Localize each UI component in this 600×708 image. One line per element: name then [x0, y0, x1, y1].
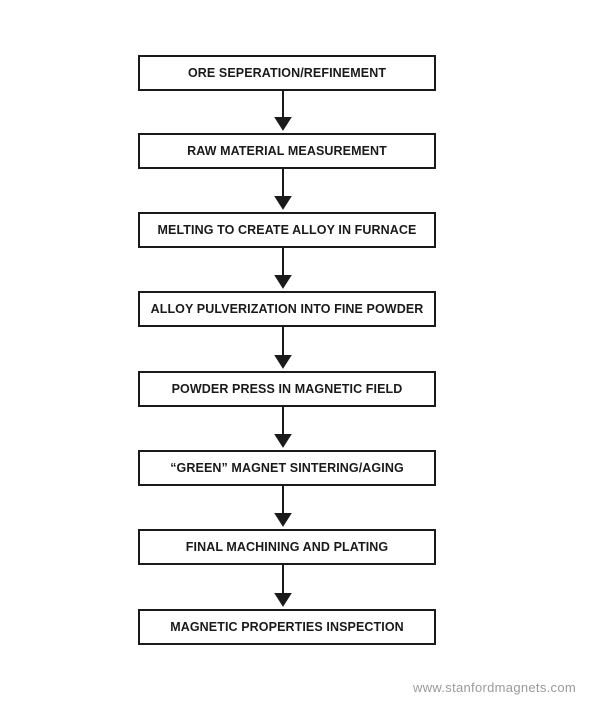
- step-box-inspection: MAGNETIC PROPERTIES INSPECTION: [138, 609, 436, 645]
- step-label: “GREEN” MAGNET SINTERING/AGING: [170, 461, 404, 475]
- step-box-ore-separation: ORE SEPERATION/REFINEMENT: [138, 55, 436, 91]
- step-label: ORE SEPERATION/REFINEMENT: [187, 66, 387, 80]
- step-box-powder-press: POWDER PRESS IN MAGNETIC FIELD: [138, 371, 436, 407]
- arrow-down-icon: [274, 327, 292, 369]
- step-label: FINAL MACHINING AND PLATING: [185, 540, 389, 554]
- arrow-down-icon: [274, 169, 292, 210]
- step-box-pulverization: ALLOY PULVERIZATION INTO FINE POWDER: [138, 291, 436, 327]
- step-box-sintering: “GREEN” MAGNET SINTERING/AGING: [138, 450, 436, 486]
- website-watermark: www.stanfordmagnets.com: [413, 680, 576, 695]
- step-label: RAW MATERIAL MEASUREMENT: [187, 144, 387, 158]
- step-label: MELTING TO CREATE ALLOY IN FURNACE: [157, 223, 417, 237]
- step-label: MAGNETIC PROPERTIES INSPECTION: [170, 620, 404, 634]
- arrow-down-icon: [274, 248, 292, 289]
- arrow-down-icon: [274, 407, 292, 448]
- step-box-raw-material: RAW MATERIAL MEASUREMENT: [138, 133, 436, 169]
- step-label: ALLOY PULVERIZATION INTO FINE POWDER: [150, 302, 424, 316]
- arrow-down-icon: [274, 91, 292, 131]
- arrow-down-icon: [274, 486, 292, 527]
- arrow-down-icon: [274, 565, 292, 607]
- step-label: POWDER PRESS IN MAGNETIC FIELD: [171, 382, 403, 396]
- step-box-machining: FINAL MACHINING AND PLATING: [138, 529, 436, 565]
- step-box-melting: MELTING TO CREATE ALLOY IN FURNACE: [138, 212, 436, 248]
